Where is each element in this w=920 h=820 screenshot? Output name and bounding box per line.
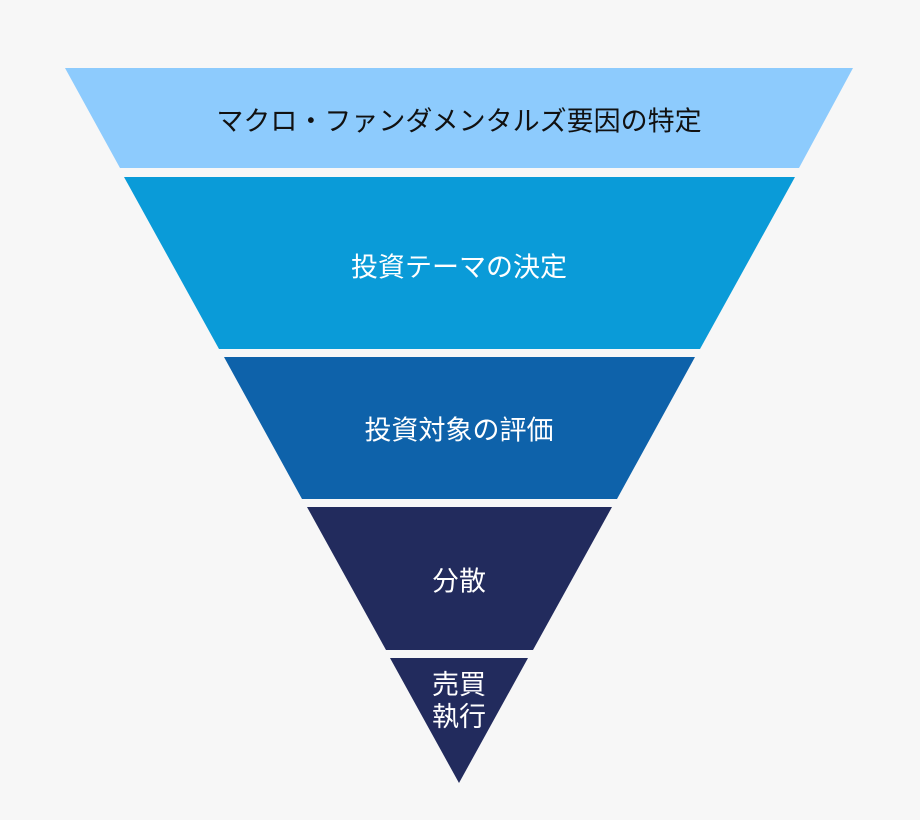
funnel-stage-2-shape [124, 177, 795, 349]
funnel-stage-5-label: 売買執行 [432, 670, 486, 733]
funnel-stage-4-label: 分散 [432, 566, 486, 598]
funnel-stage-2-label: 投資テーマの決定 [351, 252, 567, 284]
funnel-stage-1-shape [65, 68, 853, 168]
funnel-stage-4-shape [307, 507, 612, 650]
funnel-stage-3-shape [224, 357, 695, 499]
funnel-stage-3-label: 投資対象の評価 [364, 415, 554, 447]
funnel-stage-1-label: マクロ・ファンダメンタルズ要因の特定 [216, 106, 702, 138]
funnel-stage-5-shape [390, 658, 528, 783]
